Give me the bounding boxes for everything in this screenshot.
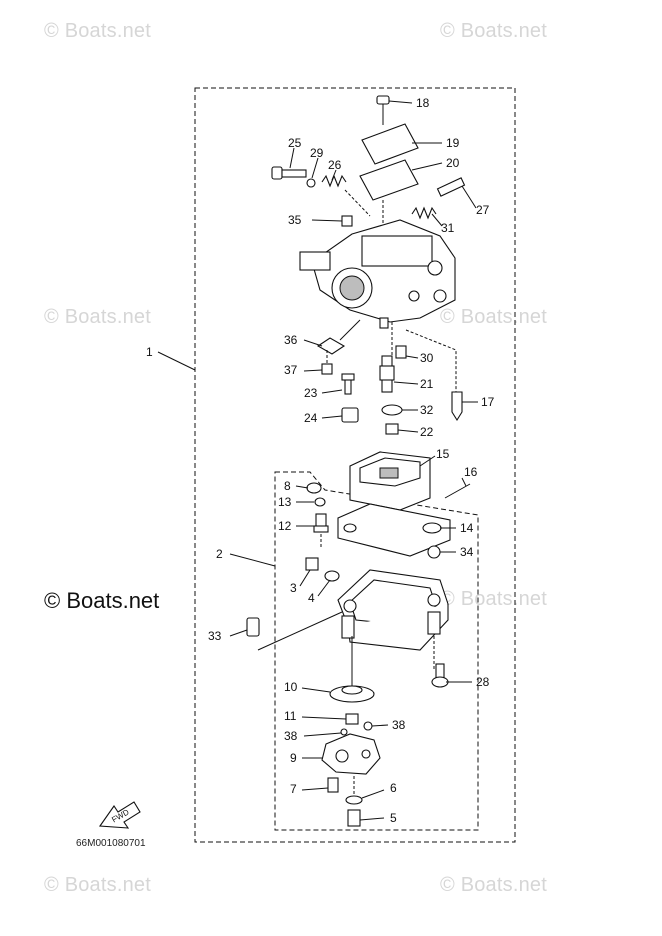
callout-38-left: 38 bbox=[284, 729, 298, 743]
callout-11: 11 bbox=[284, 709, 297, 723]
watermark-mid-left: © Boats.net bbox=[44, 306, 151, 328]
screw-35 bbox=[341, 215, 353, 227]
spring-26 bbox=[321, 174, 347, 188]
watermark-top-left: © Boats.net bbox=[44, 20, 151, 42]
callout-7: 7 bbox=[290, 782, 297, 796]
nozzle-21 bbox=[379, 355, 395, 393]
plate-19 bbox=[361, 123, 419, 165]
callout-16: 16 bbox=[464, 465, 478, 479]
callout-21: 21 bbox=[420, 377, 434, 391]
float-15 bbox=[349, 451, 431, 511]
callout-20: 20 bbox=[446, 156, 460, 170]
screw-33 bbox=[246, 617, 260, 637]
assembly-2-frame bbox=[274, 471, 479, 831]
callout-6: 6 bbox=[390, 781, 397, 795]
callout-19: 19 bbox=[446, 136, 460, 150]
callout-38-right: 38 bbox=[392, 718, 406, 732]
callout-35: 35 bbox=[288, 213, 302, 227]
gasket-20 bbox=[359, 159, 419, 201]
watermark-bottom-left: © Boats.net bbox=[44, 874, 151, 896]
clip-8 bbox=[306, 482, 322, 494]
spring-11 bbox=[345, 713, 359, 725]
callout-1: 1 bbox=[146, 345, 153, 359]
screw-18 bbox=[376, 95, 390, 125]
callout-29: 29 bbox=[310, 146, 324, 160]
o-ring-38-left bbox=[340, 728, 348, 736]
watermark-bottom-right: © Boats.net bbox=[440, 874, 547, 896]
callout-14: 14 bbox=[460, 521, 474, 535]
callout-27: 27 bbox=[476, 203, 490, 217]
callout-5: 5 bbox=[390, 811, 397, 825]
watermark-top-right: © Boats.net bbox=[440, 20, 547, 42]
callout-13: 13 bbox=[278, 495, 292, 509]
callout-2: 2 bbox=[216, 547, 223, 561]
callout-26: 26 bbox=[328, 158, 342, 172]
callout-4: 4 bbox=[308, 591, 315, 605]
diaphragm-10 bbox=[329, 636, 375, 703]
spring-31 bbox=[411, 206, 437, 220]
callout-3: 3 bbox=[290, 581, 297, 595]
callout-32: 32 bbox=[420, 403, 434, 417]
jet-23 bbox=[341, 373, 355, 395]
callout-24: 24 bbox=[304, 411, 318, 425]
cover-9 bbox=[321, 733, 381, 775]
screw-30 bbox=[395, 345, 407, 359]
fwd-arrow: FWD bbox=[98, 801, 141, 829]
float-bowl bbox=[337, 569, 449, 651]
screw-7 bbox=[327, 777, 339, 793]
callout-34: 34 bbox=[460, 545, 474, 559]
screw-37 bbox=[321, 363, 333, 375]
needle-valve-17 bbox=[451, 391, 463, 422]
carburetor-body bbox=[299, 219, 456, 341]
screw-27 bbox=[436, 177, 466, 197]
callout-22: 22 bbox=[420, 425, 434, 439]
callout-28: 28 bbox=[476, 675, 490, 689]
assembly-1-frame bbox=[194, 87, 516, 843]
screw-5 bbox=[347, 809, 361, 827]
washer-6 bbox=[345, 795, 363, 805]
callout-9: 9 bbox=[290, 751, 297, 765]
plug-24 bbox=[341, 407, 359, 423]
watermark-low-right: © Boats.net bbox=[440, 588, 547, 610]
pin-16 bbox=[444, 483, 471, 499]
screw-3 bbox=[305, 557, 319, 571]
callout-37: 37 bbox=[284, 363, 298, 377]
callout-23: 23 bbox=[304, 386, 318, 400]
o-ring-38-right bbox=[363, 721, 373, 731]
callout-36: 36 bbox=[284, 333, 298, 347]
callout-18: 18 bbox=[416, 96, 430, 110]
jet-12 bbox=[313, 513, 329, 533]
part-code: 66M001080701 bbox=[76, 838, 146, 849]
callout-8: 8 bbox=[284, 479, 291, 493]
watermark-mid-right: © Boats.net bbox=[440, 306, 547, 328]
callout-30: 30 bbox=[420, 351, 434, 365]
callout-15: 15 bbox=[436, 447, 450, 461]
watermark-main: © Boats.net bbox=[44, 588, 160, 613]
callout-31: 31 bbox=[441, 221, 455, 235]
callout-33: 33 bbox=[208, 629, 222, 643]
screw-22 bbox=[385, 423, 399, 435]
callout-10: 10 bbox=[284, 680, 298, 694]
callout-17: 17 bbox=[481, 395, 495, 409]
seat-13 bbox=[314, 497, 326, 507]
washer-4 bbox=[324, 570, 340, 582]
callout-12: 12 bbox=[278, 519, 292, 533]
callout-25: 25 bbox=[288, 136, 302, 150]
plug-34 bbox=[427, 545, 441, 559]
screw-25 bbox=[271, 166, 307, 180]
o-ring-32 bbox=[381, 404, 403, 416]
